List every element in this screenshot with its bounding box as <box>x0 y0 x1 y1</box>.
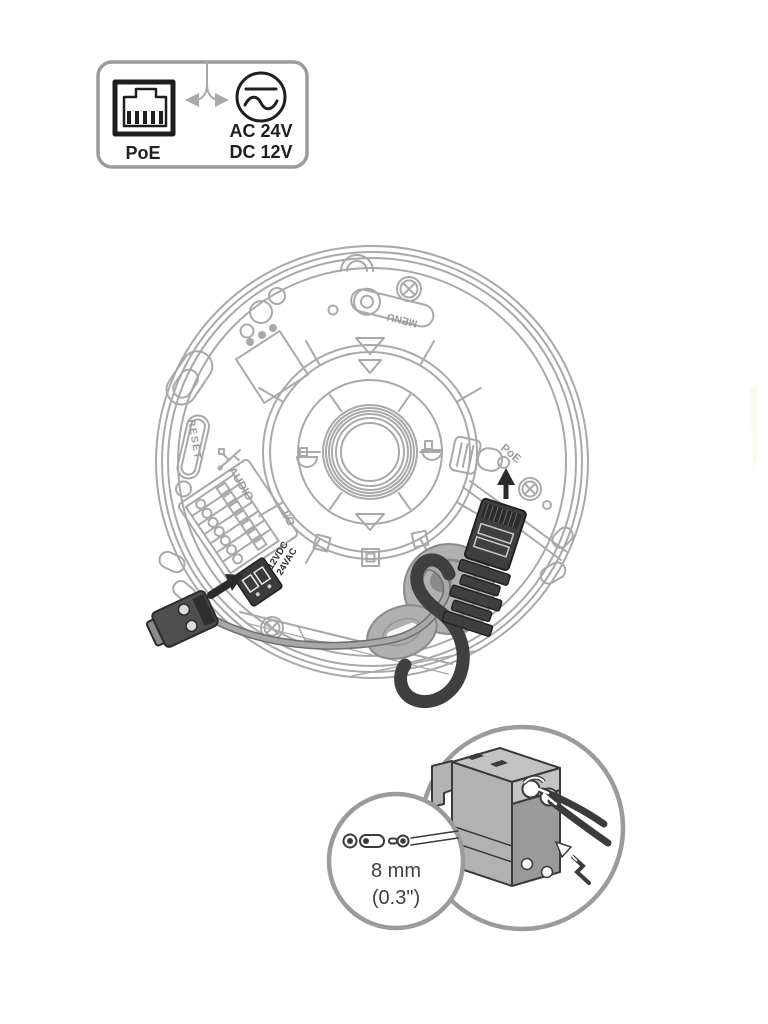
lock-tab-icon <box>421 440 443 461</box>
stripped-wire-icon <box>388 830 459 848</box>
screw-icon <box>396 276 422 302</box>
alignment-triangle <box>358 359 382 374</box>
camera-rim <box>155 245 589 679</box>
ethernet-plug <box>441 497 527 637</box>
alignment-triangle <box>355 513 385 531</box>
alignment-triangle <box>355 337 385 355</box>
detail-terminal-block <box>431 747 561 887</box>
board-chip <box>235 330 309 404</box>
ac-power-icon <box>235 71 287 123</box>
insert-wire-arrow-icon <box>554 840 573 859</box>
wire-ferrule-icon <box>342 833 385 849</box>
strip-length-mm: 8 mm <box>371 860 421 882</box>
strip-length-inch: (0.3") <box>372 887 420 909</box>
reset-button <box>175 414 210 498</box>
camera-base-diagram: MENU RESE <box>145 245 589 709</box>
mounting-holes <box>239 287 339 346</box>
legend-ac-voltage-label: AC 24V <box>229 121 292 141</box>
legend-poe-label: PoE <box>125 143 160 163</box>
insert-plug-arrow-icon <box>207 574 243 599</box>
usb-icon <box>217 448 241 471</box>
hanger-loop <box>340 254 374 272</box>
ethernet-cable <box>394 553 470 709</box>
rj45-poe-icon <box>112 79 176 137</box>
power-input-socket <box>233 557 283 607</box>
screw-icon <box>518 477 552 510</box>
power-plug <box>145 590 219 648</box>
disc-ticks <box>299 393 441 511</box>
scan-artifact <box>750 386 759 470</box>
either-or-arrow-icon <box>185 61 229 107</box>
power-options-legend: PoE AC 24V DC 12V <box>96 60 309 169</box>
card-slot <box>165 350 214 406</box>
detail-wires <box>522 775 612 885</box>
menu-label: MENU <box>386 310 419 329</box>
detail-circle-small <box>326 791 466 931</box>
lens-assembly <box>258 337 482 567</box>
strip-length-detail: 8 mm (0.3") <box>326 724 626 932</box>
menu-button <box>350 287 435 328</box>
insert-ethernet-arrow-icon <box>497 468 515 499</box>
strain-relief-boot <box>441 558 511 637</box>
legend-dc-voltage-label: DC 12V <box>229 142 292 162</box>
